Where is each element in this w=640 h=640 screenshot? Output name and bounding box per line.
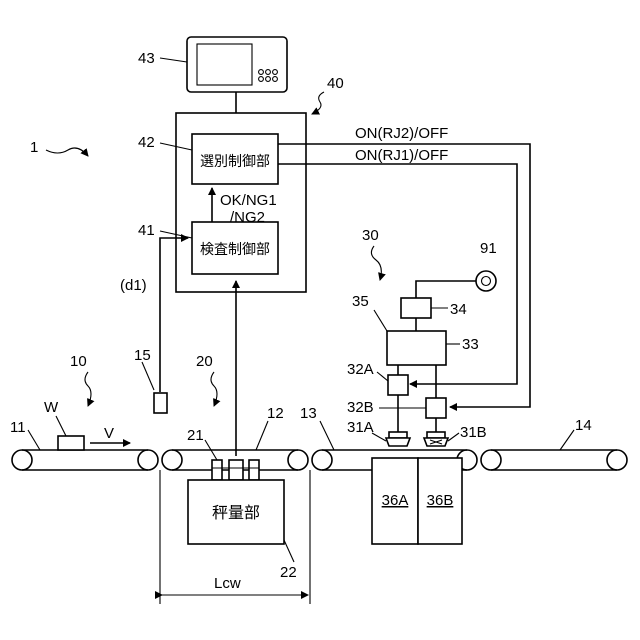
ref-31A: 31A — [347, 419, 374, 436]
ref-20: 20 — [196, 353, 213, 370]
bin-36B-label: 36B — [427, 492, 454, 509]
ref-35: 35 — [352, 293, 369, 310]
inspection-control-label: 検査制御部 — [200, 242, 270, 258]
conveyor-14 — [481, 450, 627, 470]
ref-14: 14 — [575, 417, 592, 434]
leader-20 — [211, 372, 217, 406]
result-signal-line2: /NG2 — [230, 209, 265, 226]
ref-10: 10 — [70, 353, 87, 370]
valve-32A — [388, 375, 408, 395]
ref-32A: 32A — [347, 361, 374, 378]
ref-13: 13 — [300, 405, 317, 422]
ref-42: 42 — [138, 134, 155, 151]
air-source-ref: 91 — [480, 240, 497, 257]
air-line — [416, 281, 476, 298]
rj2-signal-label: ON(RJ2)/OFF — [355, 125, 448, 142]
ref-31B: 31B — [460, 424, 487, 441]
leader-15 — [142, 362, 154, 390]
workpiece-w — [58, 436, 84, 450]
selection-control-label: 選別制御部 — [200, 154, 270, 170]
ref-1: 1 — [30, 139, 38, 156]
block-34 — [401, 298, 431, 318]
velocity-label: V — [104, 425, 114, 442]
nozzle-31A — [386, 432, 410, 446]
result-signal-line1: OK/NG1 — [220, 192, 277, 209]
ref-40: 40 — [327, 75, 344, 92]
leader-40 — [312, 92, 324, 114]
leader-1 — [46, 148, 88, 156]
ref-21: 21 — [187, 427, 204, 444]
load-cell-21 — [212, 460, 259, 480]
nozzle-31B — [424, 432, 448, 446]
air-source-91 — [476, 271, 496, 291]
ref-12: 12 — [267, 405, 284, 422]
workpiece-label: W — [44, 399, 59, 416]
signal-d1-label: (d1) — [120, 277, 147, 294]
sensor-15-ref: 15 — [134, 347, 151, 364]
ref-41: 41 — [138, 222, 155, 239]
leader-10 — [85, 372, 91, 406]
rj1-signal-label: ON(RJ1)/OFF — [355, 147, 448, 164]
lcw-label: Lcw — [214, 575, 241, 592]
display-monitor — [187, 37, 287, 92]
sensor-15 — [154, 393, 167, 413]
weighing-label: 秤量部 — [212, 503, 260, 522]
rj2-signal-line — [278, 144, 530, 407]
ref-43: 43 — [138, 50, 155, 67]
block-33 — [387, 331, 446, 365]
ref-22: 22 — [280, 564, 297, 581]
ref-32B: 32B — [347, 399, 374, 416]
ref-34: 34 — [450, 301, 467, 318]
ref-33: 33 — [462, 336, 479, 353]
ref-11: 11 — [10, 419, 26, 436]
leader-30 — [371, 246, 381, 280]
valve-32B — [426, 398, 446, 418]
ref-30: 30 — [362, 227, 379, 244]
conveyor-11 — [12, 450, 158, 470]
bin-36A-label: 36A — [382, 492, 409, 509]
